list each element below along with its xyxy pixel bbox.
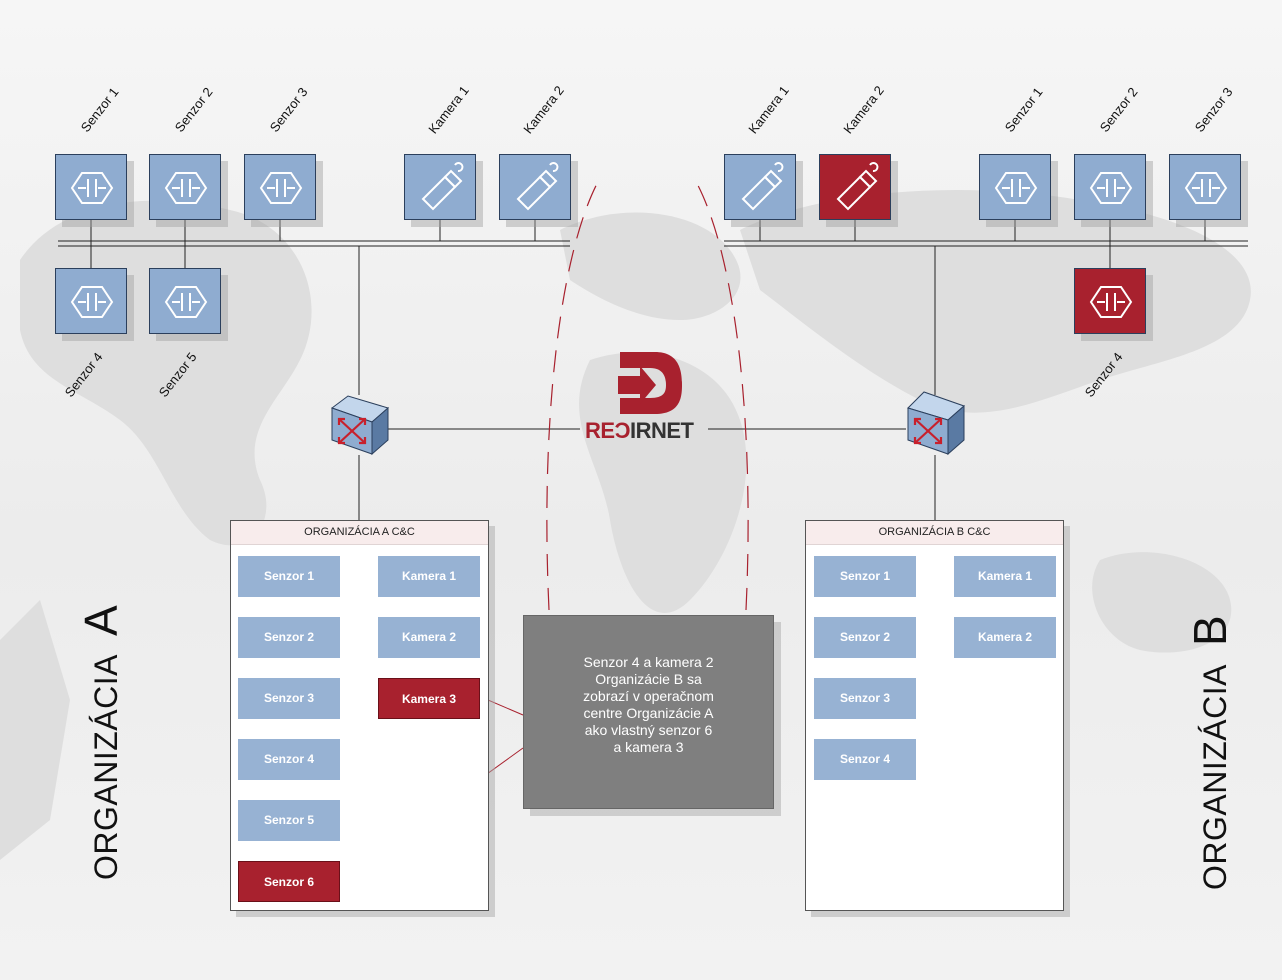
panel-item-senzor-2: Senzor 2 [238, 617, 340, 658]
sensor-icon [1184, 172, 1228, 204]
camera-icon [516, 162, 559, 211]
sensor-icon [70, 286, 114, 318]
panel-item-senzor-4: Senzor 4 [238, 739, 340, 780]
org-b-letter: B [1184, 614, 1236, 647]
sensor-icon [1089, 172, 1133, 204]
sensor-icon [994, 172, 1038, 204]
panel-item-senzor-1: Senzor 1 [814, 556, 916, 597]
redirnet-logo-mark [618, 352, 682, 414]
redirnet-logo-text: REƆIRNET [585, 418, 694, 444]
panel-item-senzor-2: Senzor 2 [814, 617, 916, 658]
network-switch-icon [330, 395, 390, 456]
camera-icon [741, 162, 784, 211]
panel-item-kamera-2: Kamera 2 [954, 617, 1056, 658]
org-b-senzor-2 [1074, 154, 1146, 220]
org-a-kamera-2 [499, 154, 571, 220]
camera-icon [836, 162, 879, 211]
sensor-icon [70, 172, 114, 204]
panel-item-senzor-1: Senzor 1 [238, 556, 340, 597]
org-b-senzor-1 [979, 154, 1051, 220]
panel-item-kamera-2: Kamera 2 [378, 617, 480, 658]
org-a-label: ORGANIZÁCIA A [74, 605, 128, 880]
logo-mark: Ɔ [614, 418, 631, 443]
org-a-kamera-1 [404, 154, 476, 220]
sensor-icon [164, 172, 208, 204]
org-b-senzor-3 [1169, 154, 1241, 220]
org-a-senzor-4 [55, 268, 127, 334]
org-a-letter: A [75, 604, 127, 637]
org-b-kamera-2 [819, 154, 891, 220]
panel-item-senzor-4: Senzor 4 [814, 739, 916, 780]
org-a-senzor-2 [149, 154, 221, 220]
camera-icon [421, 162, 464, 211]
org-a-word: ORGANIZÁCIA [88, 654, 124, 880]
sensor-icon [259, 172, 303, 204]
explanation-note: Senzor 4 a kamera 2 Organizácie B sa zob… [523, 615, 774, 809]
org-a-senzor-5 [149, 268, 221, 334]
org-b-kamera-1 [724, 154, 796, 220]
panel-title: ORGANIZÁCIA B C&C [806, 521, 1063, 545]
panel-item-senzor-6: Senzor 6 [238, 861, 340, 902]
logo-suffix: IRNET [629, 418, 694, 443]
panel-item-senzor-5: Senzor 5 [238, 800, 340, 841]
panel-item-kamera-1: Kamera 1 [954, 556, 1056, 597]
org-a-senzor-1 [55, 154, 127, 220]
org-a-senzor-3 [244, 154, 316, 220]
note-text: Senzor 4 a kamera 2 Organizácie B sa zob… [583, 654, 714, 755]
network-switch-icon [907, 391, 965, 456]
panel-item-senzor-3: Senzor 3 [814, 678, 916, 719]
panel-title: ORGANIZÁCIA A C&C [231, 521, 488, 545]
org-b-word: ORGANIZÁCIA [1197, 664, 1233, 890]
org-b-senzor-4 [1074, 268, 1146, 334]
panel-item-kamera-1: Kamera 1 [378, 556, 480, 597]
sensor-icon [1089, 286, 1133, 318]
org-b-label: ORGANIZÁCIA B [1183, 615, 1237, 890]
org-b-cc-panel: ORGANIZÁCIA B C&C Senzor 1 Senzor 2 Senz… [805, 520, 1064, 911]
logo-prefix: RE [585, 418, 615, 443]
sensor-icon [164, 286, 208, 318]
panel-item-kamera-3: Kamera 3 [378, 678, 480, 719]
panel-item-senzor-3: Senzor 3 [238, 678, 340, 719]
org-a-cc-panel: ORGANIZÁCIA A C&C Senzor 1 Senzor 2 Senz… [230, 520, 489, 911]
